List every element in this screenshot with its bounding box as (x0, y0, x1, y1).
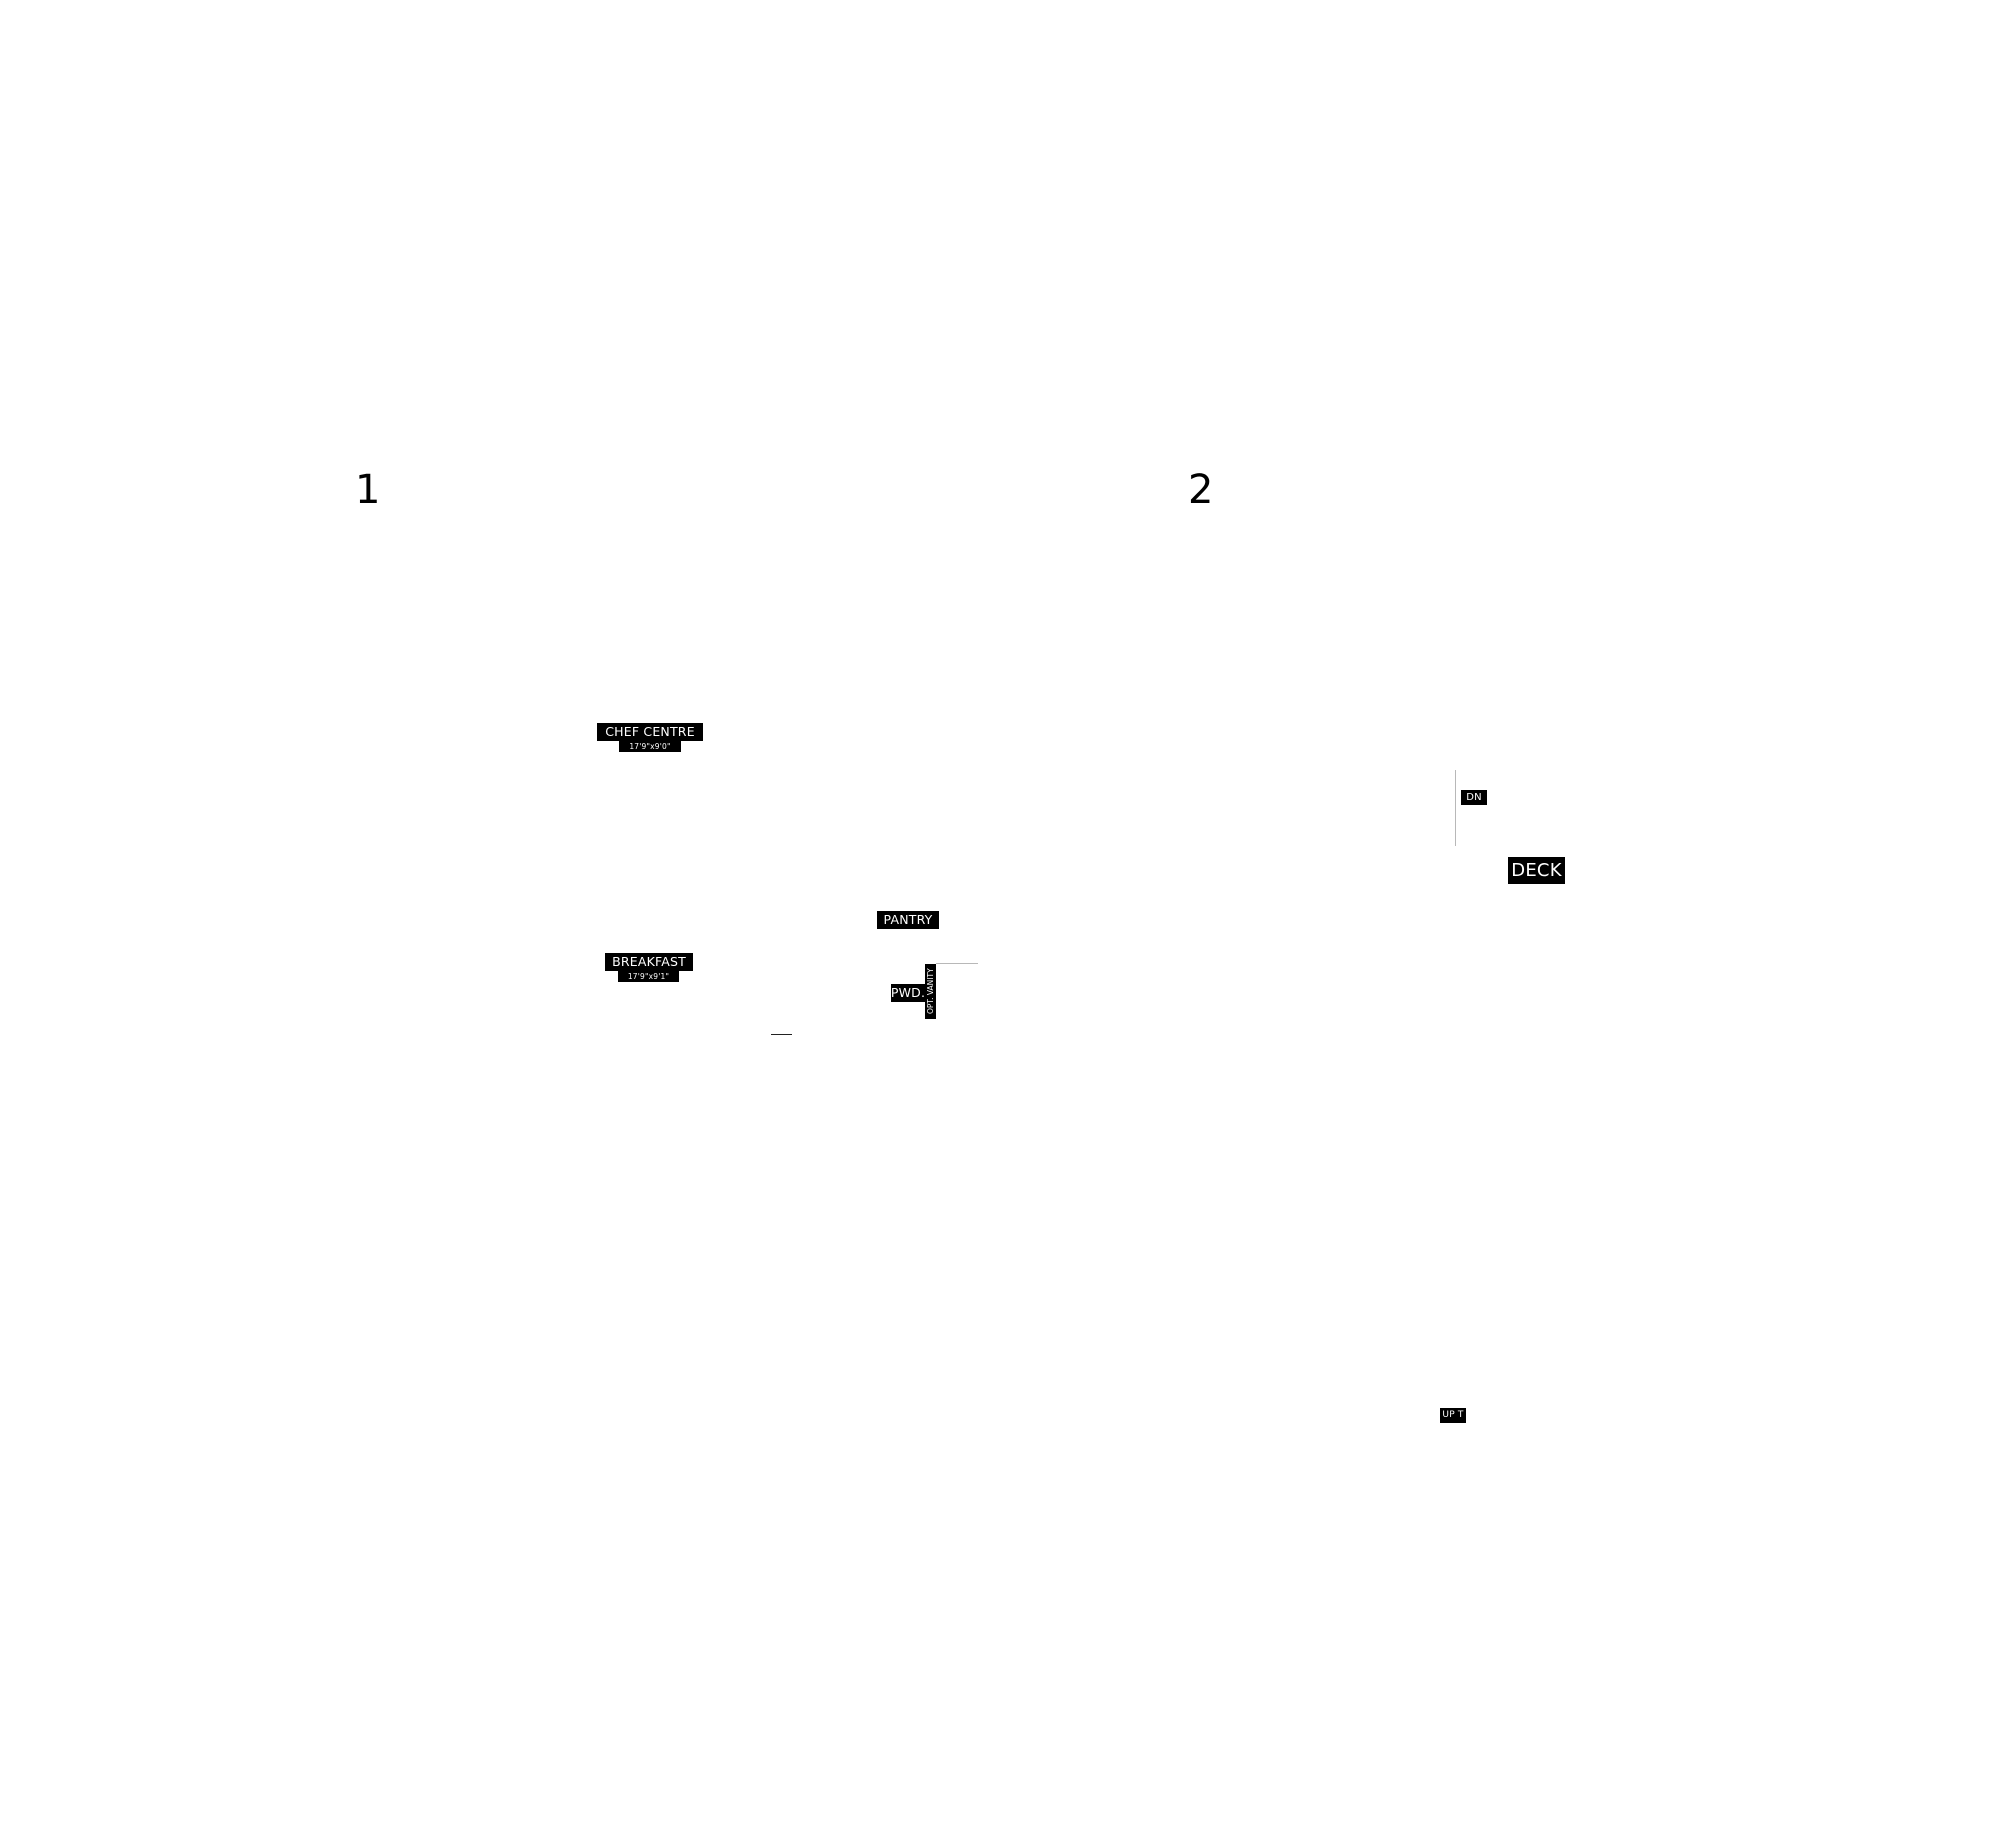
room-label-breakfast: BREAKFAST (605, 953, 693, 971)
wall-line (936, 963, 978, 964)
room-label-deck: DECK (1508, 857, 1565, 884)
room-dimensions-chef-centre: 17'9"x9'0" (619, 741, 681, 752)
stair-label-up: UP T (1440, 1408, 1466, 1423)
plan-number-1: 1 (355, 467, 381, 513)
room-label-chef-centre: CHEF CENTRE (597, 723, 703, 741)
wall-line (1455, 770, 1456, 846)
room-label-powder: PWD. (891, 984, 925, 1002)
plan-number-2: 2 (1188, 467, 1214, 513)
stair-label-down: DN (1461, 790, 1487, 805)
room-label-optional-vanity: OPT. VANITY (925, 964, 936, 1019)
room-label-pantry: PANTRY (877, 911, 939, 929)
wall-line (771, 1034, 792, 1035)
room-dimensions-breakfast: 17'9"x9'1" (618, 971, 679, 982)
